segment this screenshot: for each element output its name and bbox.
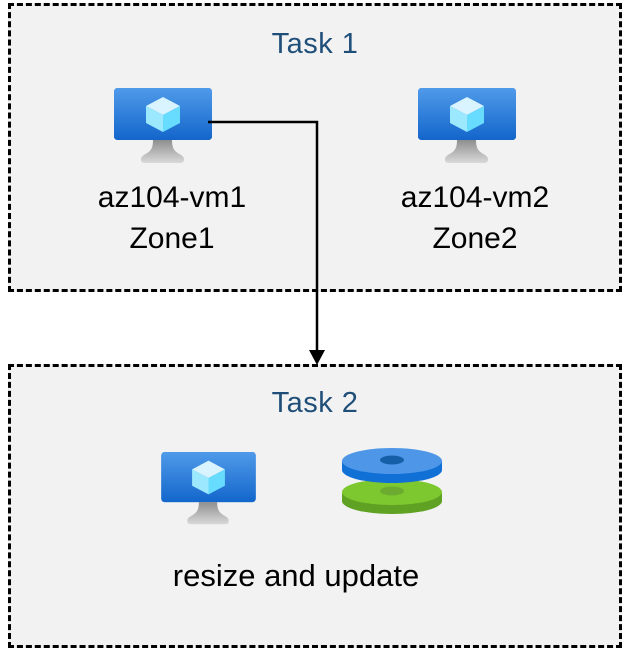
task2-caption: resize and update <box>172 558 420 593</box>
virtual-machine-icon <box>113 87 213 171</box>
connector-arrowhead <box>309 350 325 365</box>
vm2-zone: Zone2 <box>432 222 518 255</box>
disks-icon <box>340 446 444 518</box>
virtual-machine-icon <box>417 87 517 171</box>
task2-title: Task 2 <box>271 387 359 419</box>
vm2-label: az104-vm2 Zone2 <box>365 177 585 259</box>
vm2-name: az104-vm2 <box>400 181 550 214</box>
vm1-label: az104-vm1 Zone1 <box>62 177 282 259</box>
task1-box: Task 1 az104-vm1 Zone1 az104-vm2 Zone2 <box>8 3 622 292</box>
vm1-zone: Zone1 <box>129 222 215 255</box>
task1-title: Task 1 <box>271 28 359 60</box>
task2-box: Task 2 resize and update <box>8 364 622 648</box>
vm1-name: az104-vm1 <box>97 181 247 214</box>
virtual-machine-icon <box>160 451 257 532</box>
